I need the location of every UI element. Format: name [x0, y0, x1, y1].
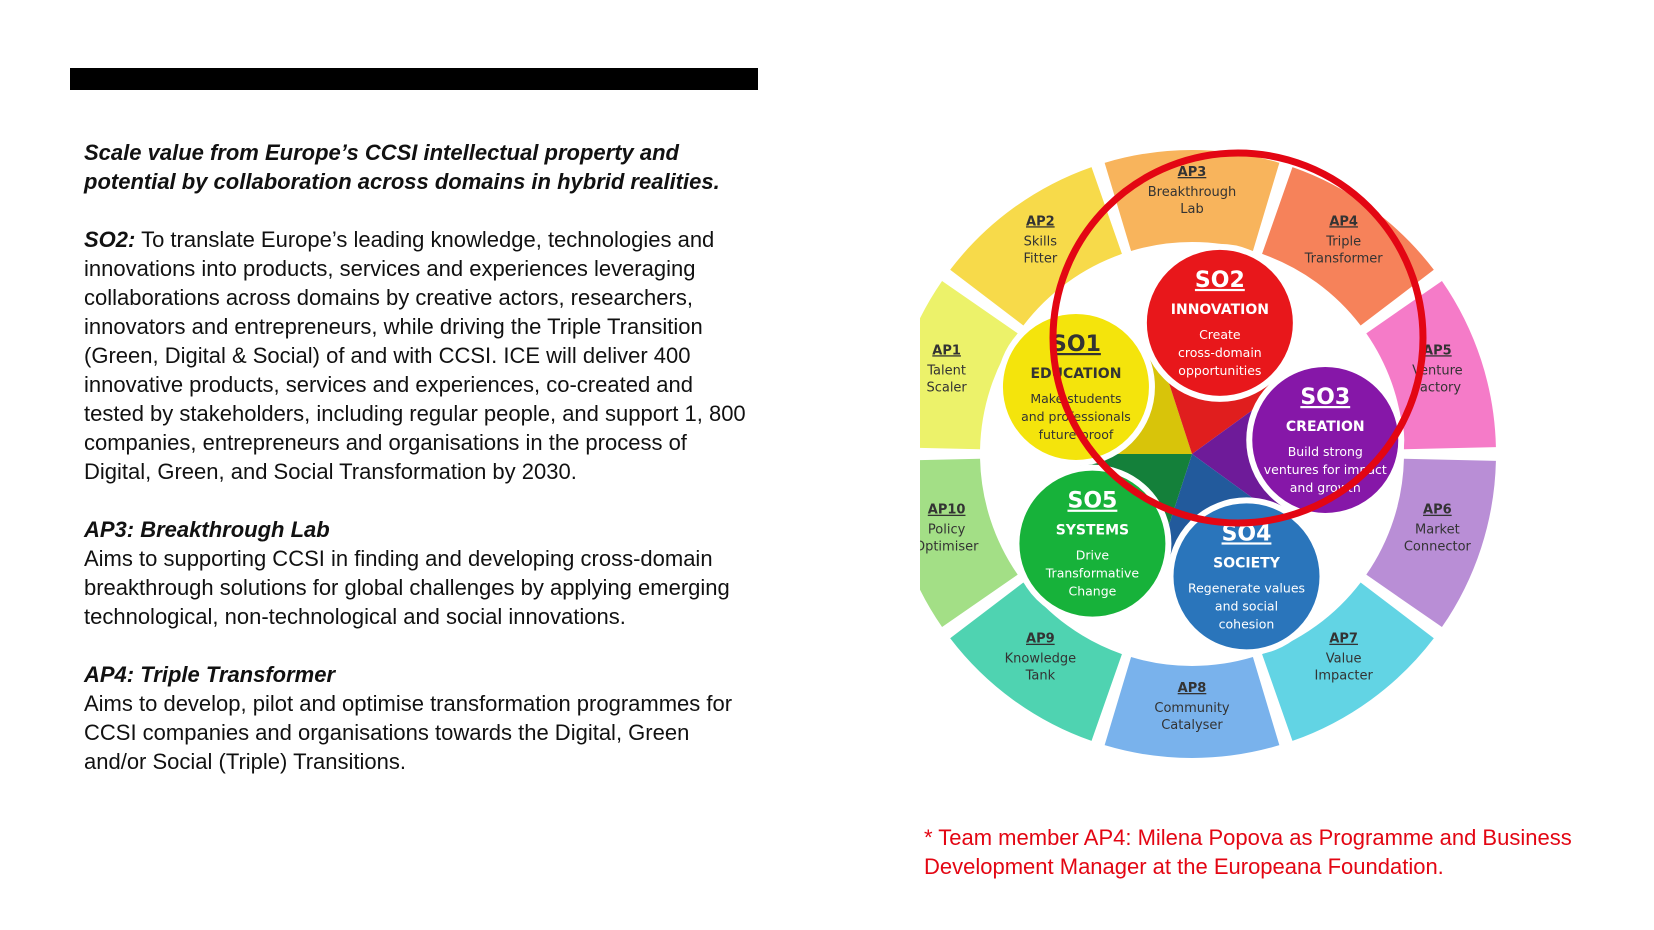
objective-code: SO1	[1051, 332, 1101, 357]
segment-shape	[1262, 582, 1434, 741]
segment-code: AP5	[1423, 343, 1452, 358]
segment-code: AP8	[1178, 681, 1207, 696]
objective-description-line: Make students	[1030, 391, 1121, 406]
segment-label-line: Factory	[1414, 380, 1462, 395]
segment-label-line: Community	[1154, 701, 1230, 716]
objective-description-line: cohesion	[1219, 616, 1275, 631]
objective-description-line: cross-domain	[1178, 345, 1262, 360]
tagline: Scale value from Europe’s CCSI intellect…	[84, 140, 720, 194]
segment-shape	[950, 582, 1122, 741]
ap3-heading: AP3: Breakthrough Lab	[84, 517, 330, 542]
objective-title: INNOVATION	[1171, 302, 1269, 318]
segment-shape	[1104, 657, 1280, 758]
ap4-body: Aims to develop, pilot and optimise tran…	[84, 691, 733, 774]
segment-label-line: Venture	[1412, 363, 1463, 378]
ap4-heading: AP4: Triple Transformer	[84, 662, 336, 687]
objective-code: SO5	[1067, 489, 1117, 514]
objective-description-line: and social	[1215, 598, 1278, 613]
objective-description-line: Create	[1199, 327, 1241, 342]
segment-label-line: Fitter	[1024, 251, 1058, 266]
title-bar	[70, 68, 758, 90]
objective-description-line: and professionals	[1021, 409, 1131, 424]
segment-label-line: Optimiser	[920, 540, 979, 555]
objective-title: EDUCATION	[1030, 366, 1121, 382]
segment-label-line: Knowledge	[1005, 652, 1076, 667]
segment-shape	[1366, 280, 1496, 450]
ice-strategy-wheel: AP1TalentScalerAP2SkillsFitterAP3Breakth…	[920, 149, 1496, 758]
objective-title: CREATION	[1286, 419, 1365, 435]
objective-code: SO2	[1195, 268, 1245, 293]
objective-circle	[1140, 243, 1299, 402]
so2-paragraph: SO2: To translate Europe’s leading knowl…	[84, 225, 754, 486]
ap3-body: Aims to supporting CCSI in finding and d…	[84, 546, 730, 629]
objective-description-line: Drive	[1076, 548, 1110, 563]
objective-circle	[1013, 464, 1172, 623]
segment-label-line: Value	[1326, 652, 1362, 667]
objective-description-line: ventures for impact	[1264, 462, 1387, 477]
segment-label-line: Transformer	[1304, 251, 1384, 266]
segment-label-line: Policy	[928, 523, 966, 538]
segment-label-line: Market	[1415, 523, 1460, 538]
segment-code: AP4	[1329, 214, 1358, 229]
highlight-circle	[1049, 149, 1427, 527]
objective-description-line: Build strong	[1288, 444, 1363, 459]
objective-title: SYSTEMS	[1056, 523, 1129, 539]
segment-label-line: Tank	[1025, 669, 1056, 684]
segment-shape	[1262, 167, 1434, 326]
segment-label-line: Triple	[1325, 234, 1361, 249]
segment-label-line: Talent	[926, 363, 966, 378]
segment-code: AP6	[1423, 503, 1452, 518]
segment-code: AP3	[1178, 165, 1207, 180]
segment-label-line: Impacter	[1314, 669, 1373, 684]
segment-label-line: Skills	[1024, 234, 1058, 249]
objective-description-line: Regenerate values	[1188, 580, 1305, 595]
text-column: Scale value from Europe’s CCSI intellect…	[84, 138, 754, 776]
segment-shape	[920, 280, 1018, 450]
segment-label-line: Catalyser	[1161, 718, 1223, 733]
so2-heading: SO2:	[84, 227, 136, 252]
objective-title: SOCIETY	[1213, 555, 1281, 571]
segment-label-line: Scaler	[926, 380, 967, 395]
objective-description-line: Change	[1068, 584, 1116, 599]
segment-shape	[1366, 458, 1496, 628]
objective-circle	[996, 308, 1155, 466]
segment-shape	[920, 458, 1018, 628]
segment-code: AP10	[928, 503, 966, 518]
segment-code: AP9	[1026, 632, 1055, 647]
segment-label-line: Lab	[1180, 202, 1203, 217]
objective-code: SO3	[1300, 385, 1350, 410]
objective-description-line: opportunities	[1178, 363, 1261, 378]
so2-body: To translate Europe’s leading knowledge,…	[84, 227, 746, 484]
footnote: * Team member AP4: Milena Popova as Prog…	[924, 825, 1572, 879]
segment-shape	[950, 167, 1122, 326]
segment-code: AP1	[932, 343, 961, 358]
objective-description-line: Transformative	[1045, 566, 1140, 581]
segment-code: AP2	[1026, 214, 1055, 229]
objective-circle	[1167, 497, 1326, 656]
segment-label-line: Breakthrough	[1148, 185, 1237, 200]
segment-code: AP7	[1329, 632, 1358, 647]
segment-label-line: Connector	[1404, 540, 1472, 555]
